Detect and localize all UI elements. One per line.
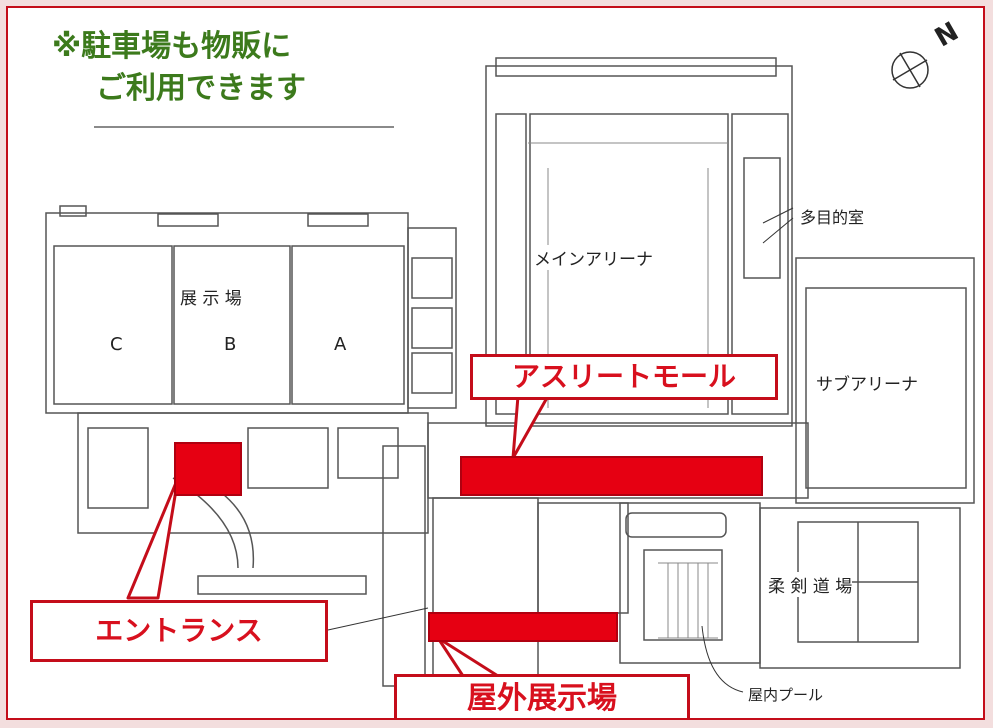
map-frame: ※駐車場も物販に ご利用できます N 展 示 場 C B A メインアリーナ 多… [6, 6, 985, 720]
hall-c-label: C [110, 334, 123, 355]
indoor-pool-label: 屋内プール [748, 686, 824, 704]
note-line-2: ご利用できます [96, 71, 306, 106]
compass-icon [891, 51, 929, 89]
athlete-mall-pointer [511, 394, 550, 460]
multipurpose-label: 多目的室 [800, 208, 865, 227]
note-underline [94, 126, 394, 128]
main-arena-outline [485, 65, 793, 427]
judo-kendo-outline [759, 507, 961, 669]
indoor-pool-outline [619, 502, 761, 664]
stairway [382, 445, 426, 687]
hall-a-label: A [334, 334, 347, 355]
floor-plan [45, 51, 975, 699]
outdoor-exhibition-callout: 屋外展示場 [394, 674, 690, 718]
judo-kendo-label: 柔 剣 道 場 [768, 572, 853, 597]
main-arena-floor [529, 113, 729, 415]
outdoor-exhibition-zone [428, 612, 618, 642]
hall-b-label: B [224, 334, 237, 355]
main-arena-label: メインアリーナ [534, 245, 653, 270]
outdoor-pointer [436, 636, 500, 678]
exhibition-label: 展 示 場 [180, 289, 242, 309]
entrance-callout: エントランス [30, 600, 328, 662]
athlete-mall-callout: アスリートモール [470, 354, 778, 400]
exhibition-hall-outline [45, 212, 409, 414]
lower-left-area [77, 412, 429, 534]
exhibition-hall-c [53, 245, 173, 405]
note-line-1: ※駐車場も物販に [52, 29, 292, 64]
athlete-mall-zone [460, 456, 763, 496]
sub-arena-outline [795, 257, 975, 504]
page-margin [0, 0, 6, 728]
sub-arena-label: サブアリーナ [816, 370, 918, 395]
parking-note: ※駐車場も物販に ご利用できます [52, 26, 306, 110]
entrance-zone [174, 442, 242, 496]
entrance-pointer [126, 476, 180, 600]
exhibition-hall-a [291, 245, 405, 405]
exhibition-hall-b [173, 245, 291, 405]
sub-arena-floor [805, 287, 967, 489]
